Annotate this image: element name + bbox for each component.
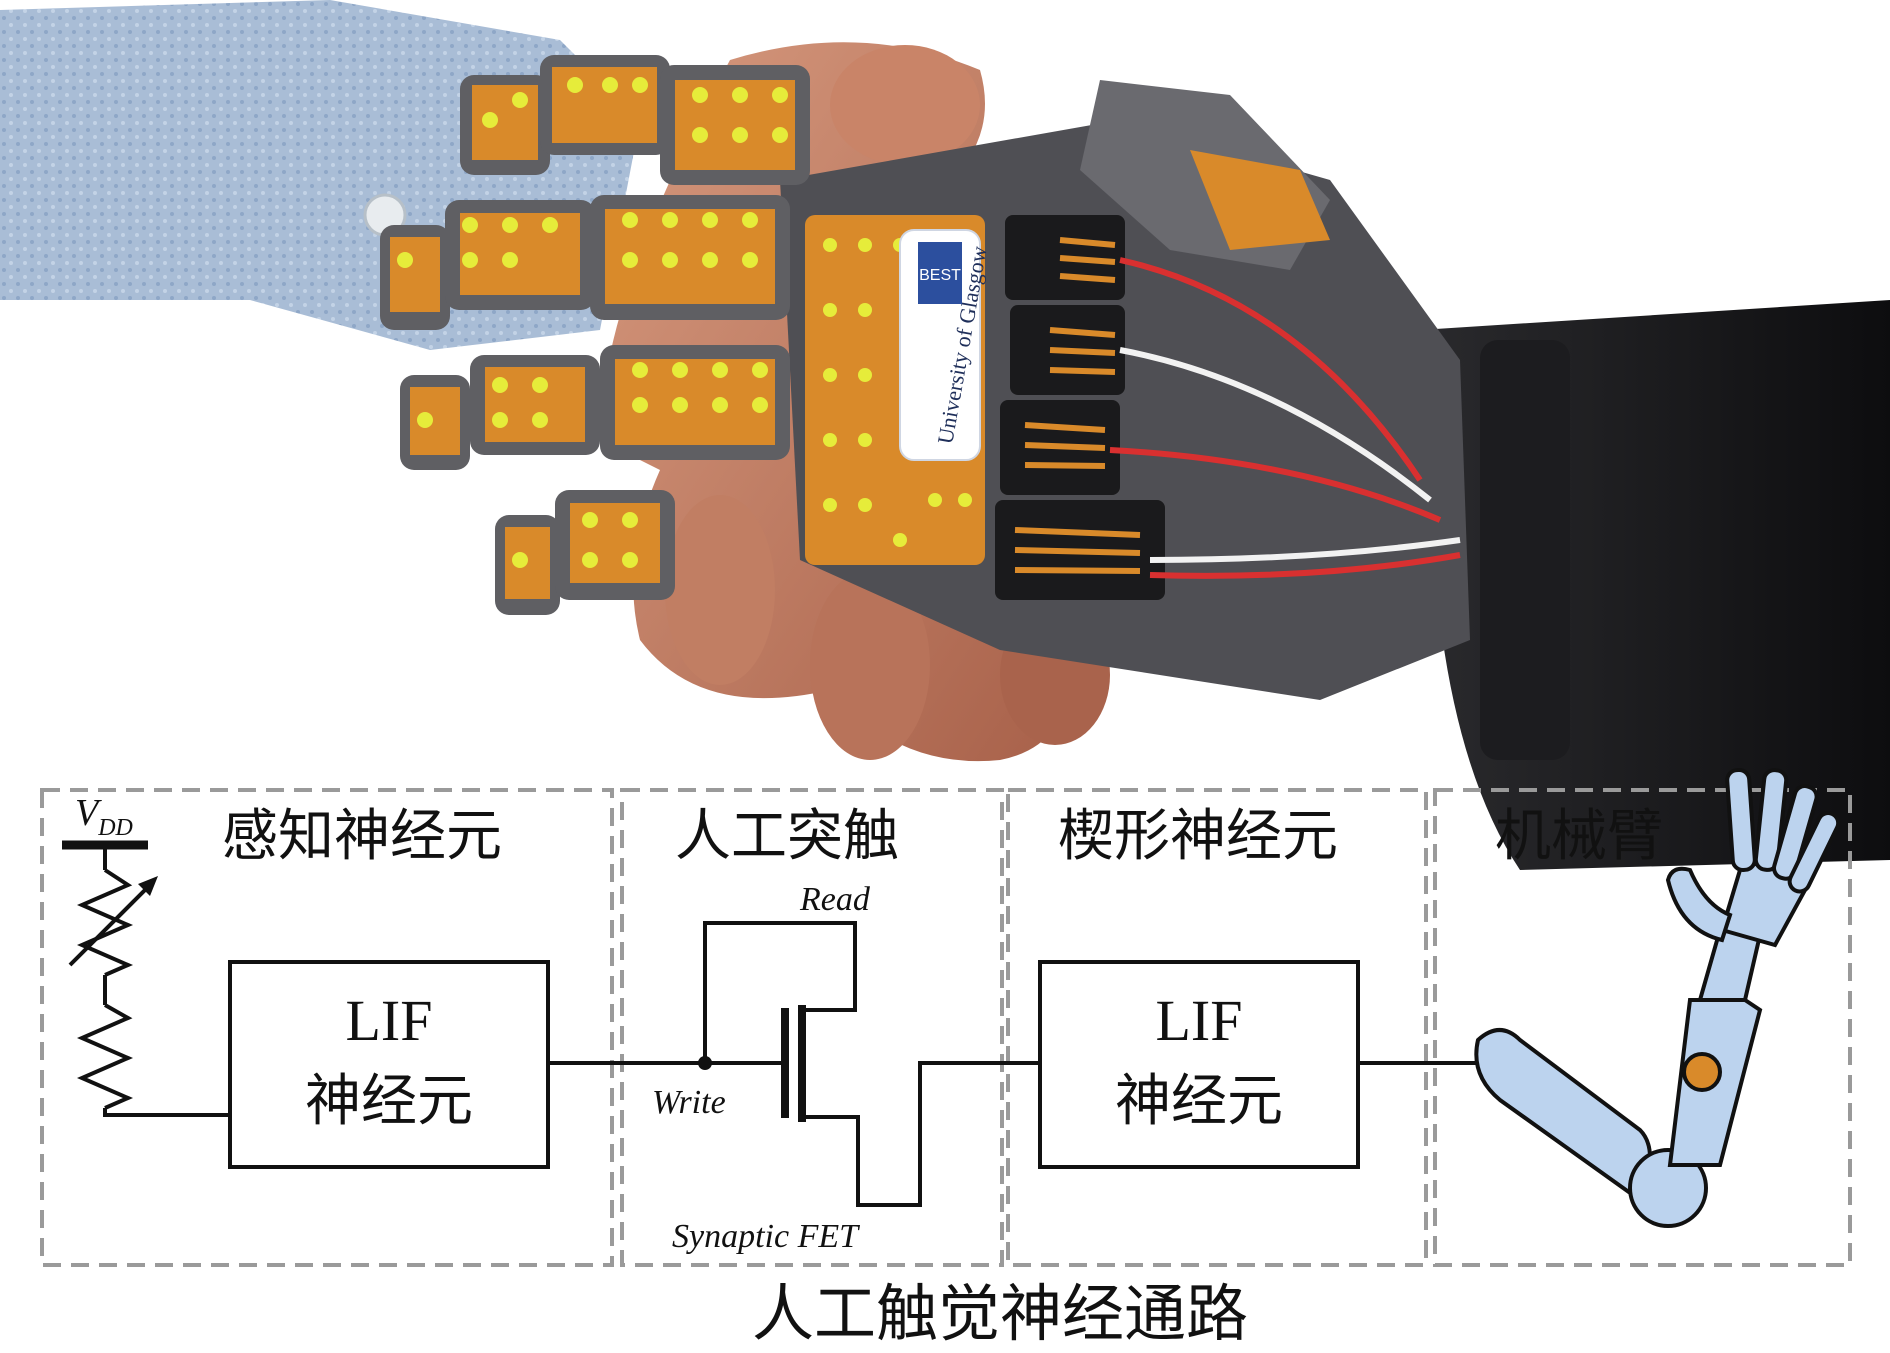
variable-resistor-icon bbox=[76, 868, 134, 977]
handshake-photo: University of Glasgow BEST bbox=[0, 0, 1890, 870]
circuit-diagram: 感知神经元 人工突触 楔形神经元 机械臂 VDD LIF 神经元 Write R… bbox=[40, 768, 1852, 1350]
robot-fingers bbox=[380, 55, 810, 615]
section-title-robotic-arm: 机械臂 bbox=[1495, 804, 1663, 869]
svg-text:BEST: BEST bbox=[919, 267, 961, 284]
lif-neuron-box-1 bbox=[228, 960, 550, 1169]
section-title-sensory-neuron: 感知神经元 bbox=[222, 804, 502, 869]
vdd-label: VDD bbox=[75, 792, 133, 841]
lif-neuron-box-2 bbox=[1038, 960, 1360, 1169]
sensor-cables bbox=[995, 215, 1461, 600]
lif-box-2-line-1: LIF bbox=[1156, 988, 1243, 1053]
lif-box-1-line-2: 神经元 bbox=[305, 1069, 473, 1134]
read-label: Read bbox=[799, 881, 871, 918]
section-title-wedge-neuron: 楔形神经元 bbox=[1058, 804, 1338, 869]
write-label: Write bbox=[652, 1084, 726, 1121]
robotic-arm-icon bbox=[1474, 768, 1841, 1228]
section-box-wedge-neuron bbox=[1006, 788, 1428, 1267]
section-box-artificial-synapse bbox=[620, 788, 1004, 1267]
university-logo: University of Glasgow BEST bbox=[899, 229, 992, 461]
section-title-artificial-synapse: 人工突触 bbox=[675, 804, 899, 869]
resistor-arrow-head-icon bbox=[138, 876, 158, 896]
section-box-robotic-arm bbox=[1433, 788, 1852, 1267]
synaptic-fet-label: Synaptic FET bbox=[672, 1218, 860, 1255]
lif-box-1-line-1: LIF bbox=[346, 988, 433, 1053]
section-box-sensory-neuron bbox=[40, 788, 614, 1267]
lif-box-2-line-2: 神经元 bbox=[1115, 1069, 1283, 1134]
resistor-arrow-line bbox=[68, 883, 152, 967]
fixed-resistor-icon bbox=[76, 1003, 134, 1110]
figure-caption: 人工触觉神经通路 bbox=[752, 1277, 1248, 1350]
